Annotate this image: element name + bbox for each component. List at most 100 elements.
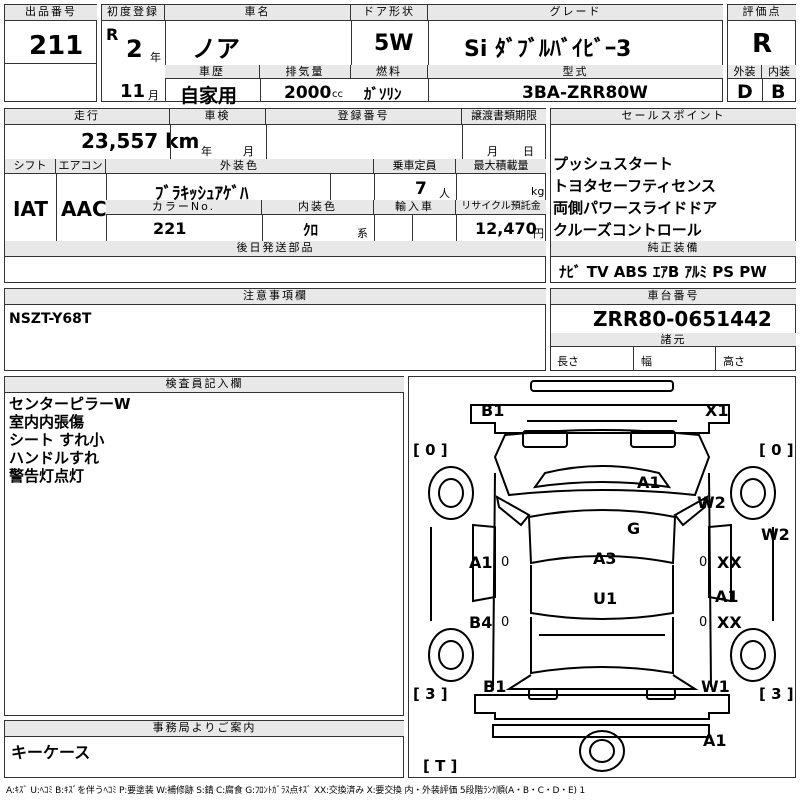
sales-point: トヨタセーフティセンス	[553, 177, 716, 195]
sales-point-box: セールスポイント プッシュスタート トヨタセーフティセンス 両側パワースライドド…	[550, 108, 796, 283]
damage-mark: W1	[701, 677, 730, 696]
inspector-notes: センターピラーW 室内内張傷 シート すれ小 ハンドルすれ 警告灯点灯	[9, 395, 131, 485]
door-type: 5W	[374, 31, 414, 56]
tire-depth: [ 0 ]	[759, 441, 794, 459]
color-number: 221	[153, 219, 187, 238]
reg-month: 11	[120, 81, 146, 102]
capacity-unit: 人	[439, 187, 450, 200]
chassis-label: 車台番号	[551, 289, 796, 305]
notes-box: 注意事項欄 NSZT-Y68T	[4, 288, 546, 371]
damage-mark: W2	[761, 525, 790, 544]
chassis-number: ZRR80-0651442	[593, 307, 772, 331]
damage-mark: U1	[593, 589, 618, 608]
transfer-day: 日	[523, 145, 534, 158]
recycle-fee: 12,470	[475, 219, 537, 238]
reg-number-label: 登録番号	[266, 109, 462, 125]
door-zero: 0	[699, 615, 708, 630]
shift-label: シフト	[5, 159, 56, 174]
color-no-label: カラーNo.	[106, 200, 262, 215]
tire-depth: [ 0 ]	[413, 441, 448, 459]
month-unit: 月	[148, 89, 159, 102]
era: R	[106, 25, 119, 44]
inspector-label: 検査員記入欄	[5, 377, 404, 393]
spare-tire: [ T ]	[423, 757, 458, 775]
sales-point: クルーズコントロール	[553, 221, 702, 239]
sales-point: 両側パワースライドドア	[553, 199, 718, 217]
sales-point: プッシュスタート	[553, 155, 674, 173]
damage-mark: B1	[481, 401, 505, 420]
reg-year: 2	[126, 35, 143, 63]
equipment-label: 純正装備	[551, 241, 796, 257]
damage-mark: XX	[717, 613, 742, 632]
interior-score: B	[771, 81, 786, 103]
load-label: 最大積載量	[456, 159, 546, 174]
model-code: 3BA-ZRR80W	[522, 83, 648, 103]
inspector-note: センターピラーW	[9, 395, 131, 413]
spec-label: 諸元	[551, 333, 796, 347]
damage-mark: A1	[703, 731, 727, 750]
notes-label: 注意事項欄	[5, 289, 546, 305]
int-color-label: 内装色	[262, 200, 374, 215]
year-unit: 年	[150, 51, 161, 64]
damage-mark: B4	[469, 613, 493, 632]
door-zero: 0	[501, 615, 510, 630]
interior-label: 内装	[762, 65, 796, 79]
lot-label: 出品番号	[5, 5, 97, 21]
fuel-label: 燃料	[351, 65, 428, 79]
lot-box: 出品番号 211	[4, 4, 97, 102]
sales-point-label: セールスポイント	[551, 109, 796, 125]
damage-mark: A3	[593, 549, 617, 568]
recycle-label: リサイクル預託金	[456, 200, 546, 215]
transfer-month: 月	[487, 145, 498, 158]
insp-month: 月	[243, 145, 254, 158]
mileage: 23,557 km	[81, 129, 200, 153]
int-color-unit: 系	[357, 227, 368, 240]
import-label: 輸入車	[374, 200, 456, 215]
grade: Si ﾀﾞﾌﾞﾙﾊﾞｲﾋﾞｰ3	[464, 37, 632, 62]
damage-mark: A1	[637, 473, 661, 492]
inspector-note: シート すれ小	[9, 431, 105, 449]
header-main: 初度登録 車名 ドア形状 グレード R 2 年 ノア 5W Si ﾀﾞﾌﾞﾙﾊﾞ…	[101, 4, 723, 107]
mileage-label: 走行	[5, 109, 170, 125]
damage-mark: B1	[483, 677, 507, 696]
ac-label: エアコン	[56, 159, 106, 174]
first-reg-label: 初度登録	[102, 5, 165, 21]
air-con: AAC	[61, 197, 107, 221]
spec-width: 幅	[641, 355, 652, 368]
load-unit: kg	[531, 185, 545, 198]
name-label: 車名	[165, 5, 351, 21]
fuel: ｶﾞｿﾘﾝ	[364, 85, 402, 103]
model-label: 型式	[428, 65, 723, 79]
grade-label: グレード	[428, 5, 723, 21]
car-name: ノア	[192, 35, 240, 63]
inspector-box: 検査員記入欄 センターピラーW 室内内張傷 シート すれ小 ハンドルすれ 警告灯…	[4, 376, 404, 716]
capacity-label: 乗車定員	[374, 159, 456, 174]
sales-point-list: プッシュスタート トヨタセーフティセンス 両側パワースライドドア クルーズコント…	[553, 153, 717, 241]
damage-mark: XX	[717, 553, 742, 572]
capacity: 7	[415, 179, 427, 199]
exterior-label: 外装	[728, 65, 762, 79]
vehicle-detail-box: 走行 車検 登録番号 譲渡書類期限 23,557 km 年 月 月 日 シフト …	[4, 108, 546, 283]
notes-text: NSZT-Y68T	[9, 311, 92, 327]
damage-mark: A1	[469, 553, 493, 572]
spec-length: 長さ	[557, 355, 579, 368]
color-label: 外装色	[106, 159, 374, 174]
interior-color: ｸﾛ	[303, 221, 319, 239]
shift: IAT	[13, 197, 49, 221]
legend: A:ｷｽﾞ U:ﾍｺﾐ B:ｷｽﾞを伴うﾍｺﾐ P:要塗装 W:補修跡 S:錆 …	[6, 786, 585, 796]
office-text: キーケース	[11, 743, 91, 762]
score-label: 評価点	[728, 5, 796, 21]
chassis-box: 車台番号 ZRR80-0651442 諸元 長さ 幅 高さ	[550, 288, 796, 371]
overall-score: R	[752, 29, 773, 59]
cc-unit: cc	[332, 89, 343, 100]
office-box: 事務局よりご案内 キーケース	[4, 720, 404, 778]
cc-label: 排気量	[260, 65, 351, 79]
car-diagram: B1 X1 [ 0 ] [ 0 ] A1 W2 W2 G A1 0 A3 0 X…	[408, 376, 796, 778]
door-zero: 0	[501, 555, 510, 570]
damage-mark: X1	[705, 401, 729, 420]
insp-year: 年	[201, 145, 212, 158]
score-box: 評価点 R 外装 内装 D B	[727, 4, 796, 103]
exterior-color: ﾌﾞﾗｷｯｼｭｱｹﾞﾊ	[155, 184, 249, 204]
damage-mark: W2	[697, 493, 726, 512]
inspector-note: 室内内張傷	[9, 413, 85, 431]
